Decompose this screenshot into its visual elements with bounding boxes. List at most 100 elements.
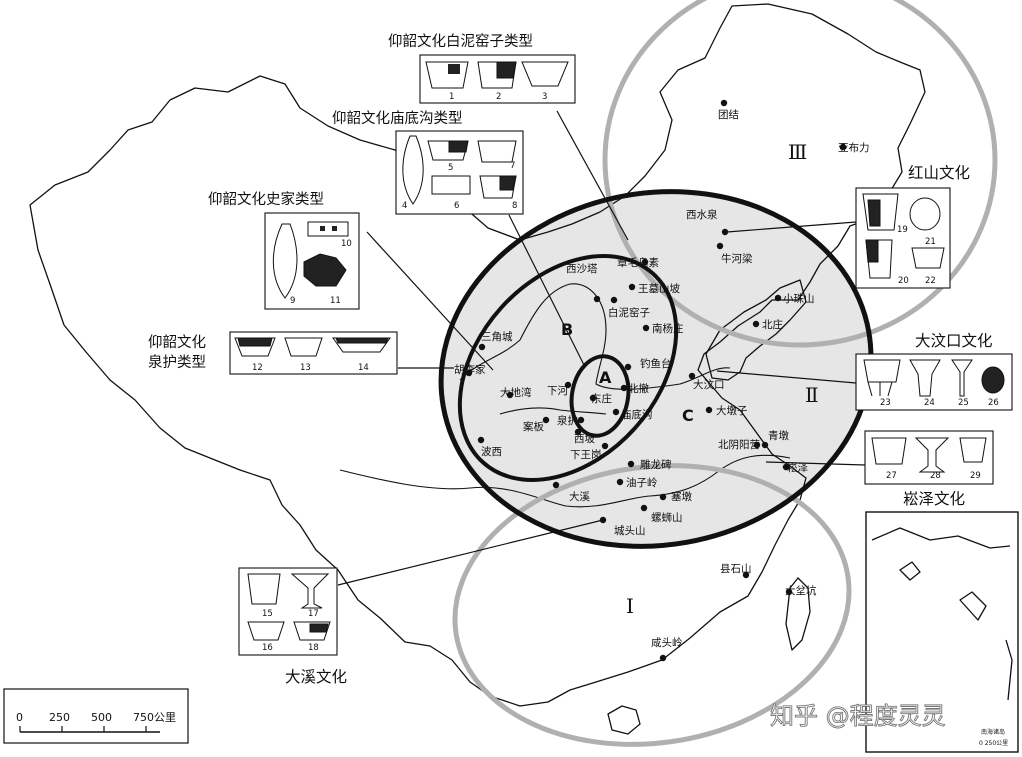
pottery-icon — [521, 61, 569, 87]
fig-number: 23 — [880, 398, 891, 408]
site-dot — [589, 394, 597, 402]
pottery-icon — [303, 253, 347, 287]
site-label: 小珠山 — [783, 292, 815, 305]
site-dot — [742, 571, 750, 579]
pottery-icon — [911, 247, 945, 269]
region-iii-ellipse — [602, 0, 998, 348]
site-dot — [610, 296, 618, 304]
fig-number: 24 — [924, 398, 935, 408]
site-dot — [716, 242, 724, 250]
fig-number: 20 — [898, 276, 909, 286]
leader-bainiyaozi — [556, 110, 629, 241]
site-dot — [620, 384, 628, 392]
site-label: 崧泽 — [787, 462, 808, 474]
south-sea-inset: 南海诸岛 0 250公里 — [865, 511, 1019, 753]
fig-number: 25 — [958, 398, 969, 408]
site-label: 白泥窑子 — [608, 306, 650, 319]
site-label: 北阴阳营 — [718, 438, 760, 451]
pottery-icon — [402, 135, 424, 205]
site-label: 团结 — [718, 108, 739, 121]
shijia-title: 仰韶文化史家类型 — [208, 191, 324, 208]
site-dot — [612, 408, 620, 416]
site-label: 南杨庄 — [652, 322, 684, 335]
fig-number: 17 — [308, 609, 319, 619]
site-label: 案板 — [523, 420, 544, 433]
daxi-artifact-box: 15 16 17 18 — [238, 567, 338, 656]
pottery-icon — [863, 359, 901, 383]
site-dot — [478, 343, 486, 351]
region-iii-label: Ⅲ — [788, 140, 807, 164]
zone-b-ellipse — [457, 254, 679, 482]
taiwan-island — [785, 577, 811, 651]
scale-tick-label: 0 — [16, 711, 23, 724]
pottery-icon — [477, 140, 517, 163]
miaodigou-artifact-box: 4 5 6 7 8 — [395, 130, 524, 215]
site-label: 大溪 — [569, 490, 590, 503]
yellow-river — [459, 283, 731, 390]
pottery-icon — [290, 573, 330, 609]
pottery-icon — [914, 437, 950, 473]
site-dot — [782, 463, 790, 471]
fig-number: 29 — [970, 471, 981, 481]
pottery-icon — [284, 337, 323, 357]
fig-number: 14 — [358, 363, 369, 373]
site-label: 三角城 — [481, 331, 513, 343]
pottery-icon — [431, 175, 471, 195]
fig-number: 9 — [290, 296, 295, 306]
site-dot — [624, 363, 632, 371]
wei-river — [499, 407, 607, 415]
fig-number: 27 — [886, 471, 897, 481]
quanhu-artifact-box: 12 13 14 — [229, 331, 398, 375]
site-dot — [752, 320, 760, 328]
site-dot — [628, 283, 636, 291]
site-dot — [642, 324, 650, 332]
pottery-icon — [981, 366, 1005, 394]
scale-frame — [3, 688, 189, 744]
fig-number: 4 — [402, 201, 407, 211]
site-label: 青墩 — [768, 429, 789, 442]
site-label: 亚布力 — [838, 141, 870, 154]
inset-caption: 南海诸岛 — [981, 728, 1005, 736]
pottery-pattern — [448, 140, 469, 153]
hongshan-title: 红山文化 — [908, 164, 970, 182]
pottery-pattern — [237, 337, 273, 347]
fig-number: 21 — [925, 237, 936, 247]
songze-title: 崧泽文化 — [903, 490, 965, 508]
site-label: 北撤 — [628, 382, 649, 395]
zone-a-ellipse — [569, 354, 631, 438]
fig-number: 16 — [262, 643, 273, 653]
site-label: 县石山 — [720, 563, 752, 575]
pottery-pattern — [332, 226, 337, 231]
region-i-ellipse — [452, 463, 852, 747]
site-dot — [753, 441, 761, 449]
pottery-icon — [272, 223, 298, 299]
daxi-title: 大溪文化 — [285, 668, 347, 686]
site-dot — [761, 441, 769, 449]
site-label: 油子岭 — [626, 476, 658, 489]
site-dot — [564, 381, 572, 389]
hainan-island — [607, 705, 641, 735]
site-dot — [705, 406, 713, 414]
fig-number: 3 — [542, 92, 547, 102]
pottery-icon — [871, 437, 907, 465]
site-label: 西坡 — [574, 432, 595, 445]
quanhu-title-line2: 泉护类型 — [148, 354, 206, 371]
fig-number: 7 — [510, 161, 515, 171]
site-dot — [627, 460, 635, 468]
site-markers: 团结 亚布力 西水泉 牛河梁 小珠山 北庄 西沙塔 章毛乌素 王墓山坡 白泥窑子… — [454, 99, 870, 662]
pottery-icon — [959, 437, 987, 463]
inset-scale: 0 250公里 — [979, 740, 1008, 747]
fig-number: 6 — [454, 201, 459, 211]
dawenkou-title: 大汶口文化 — [915, 332, 993, 350]
site-dot — [593, 295, 601, 303]
pottery-pattern — [499, 175, 517, 191]
quanhu-title-line1: 仰韶文化 — [148, 334, 206, 351]
site-label: 雕龙碑 — [640, 458, 672, 471]
shijia-artifact-box: 10 9 11 — [264, 212, 360, 310]
leader-miaodigou — [508, 214, 586, 368]
site-label: 章毛乌素 — [617, 256, 659, 269]
fig-number: 2 — [496, 92, 501, 102]
songze-artifact-box: 27 28 29 — [864, 430, 994, 485]
fig-number: 11 — [330, 296, 341, 306]
